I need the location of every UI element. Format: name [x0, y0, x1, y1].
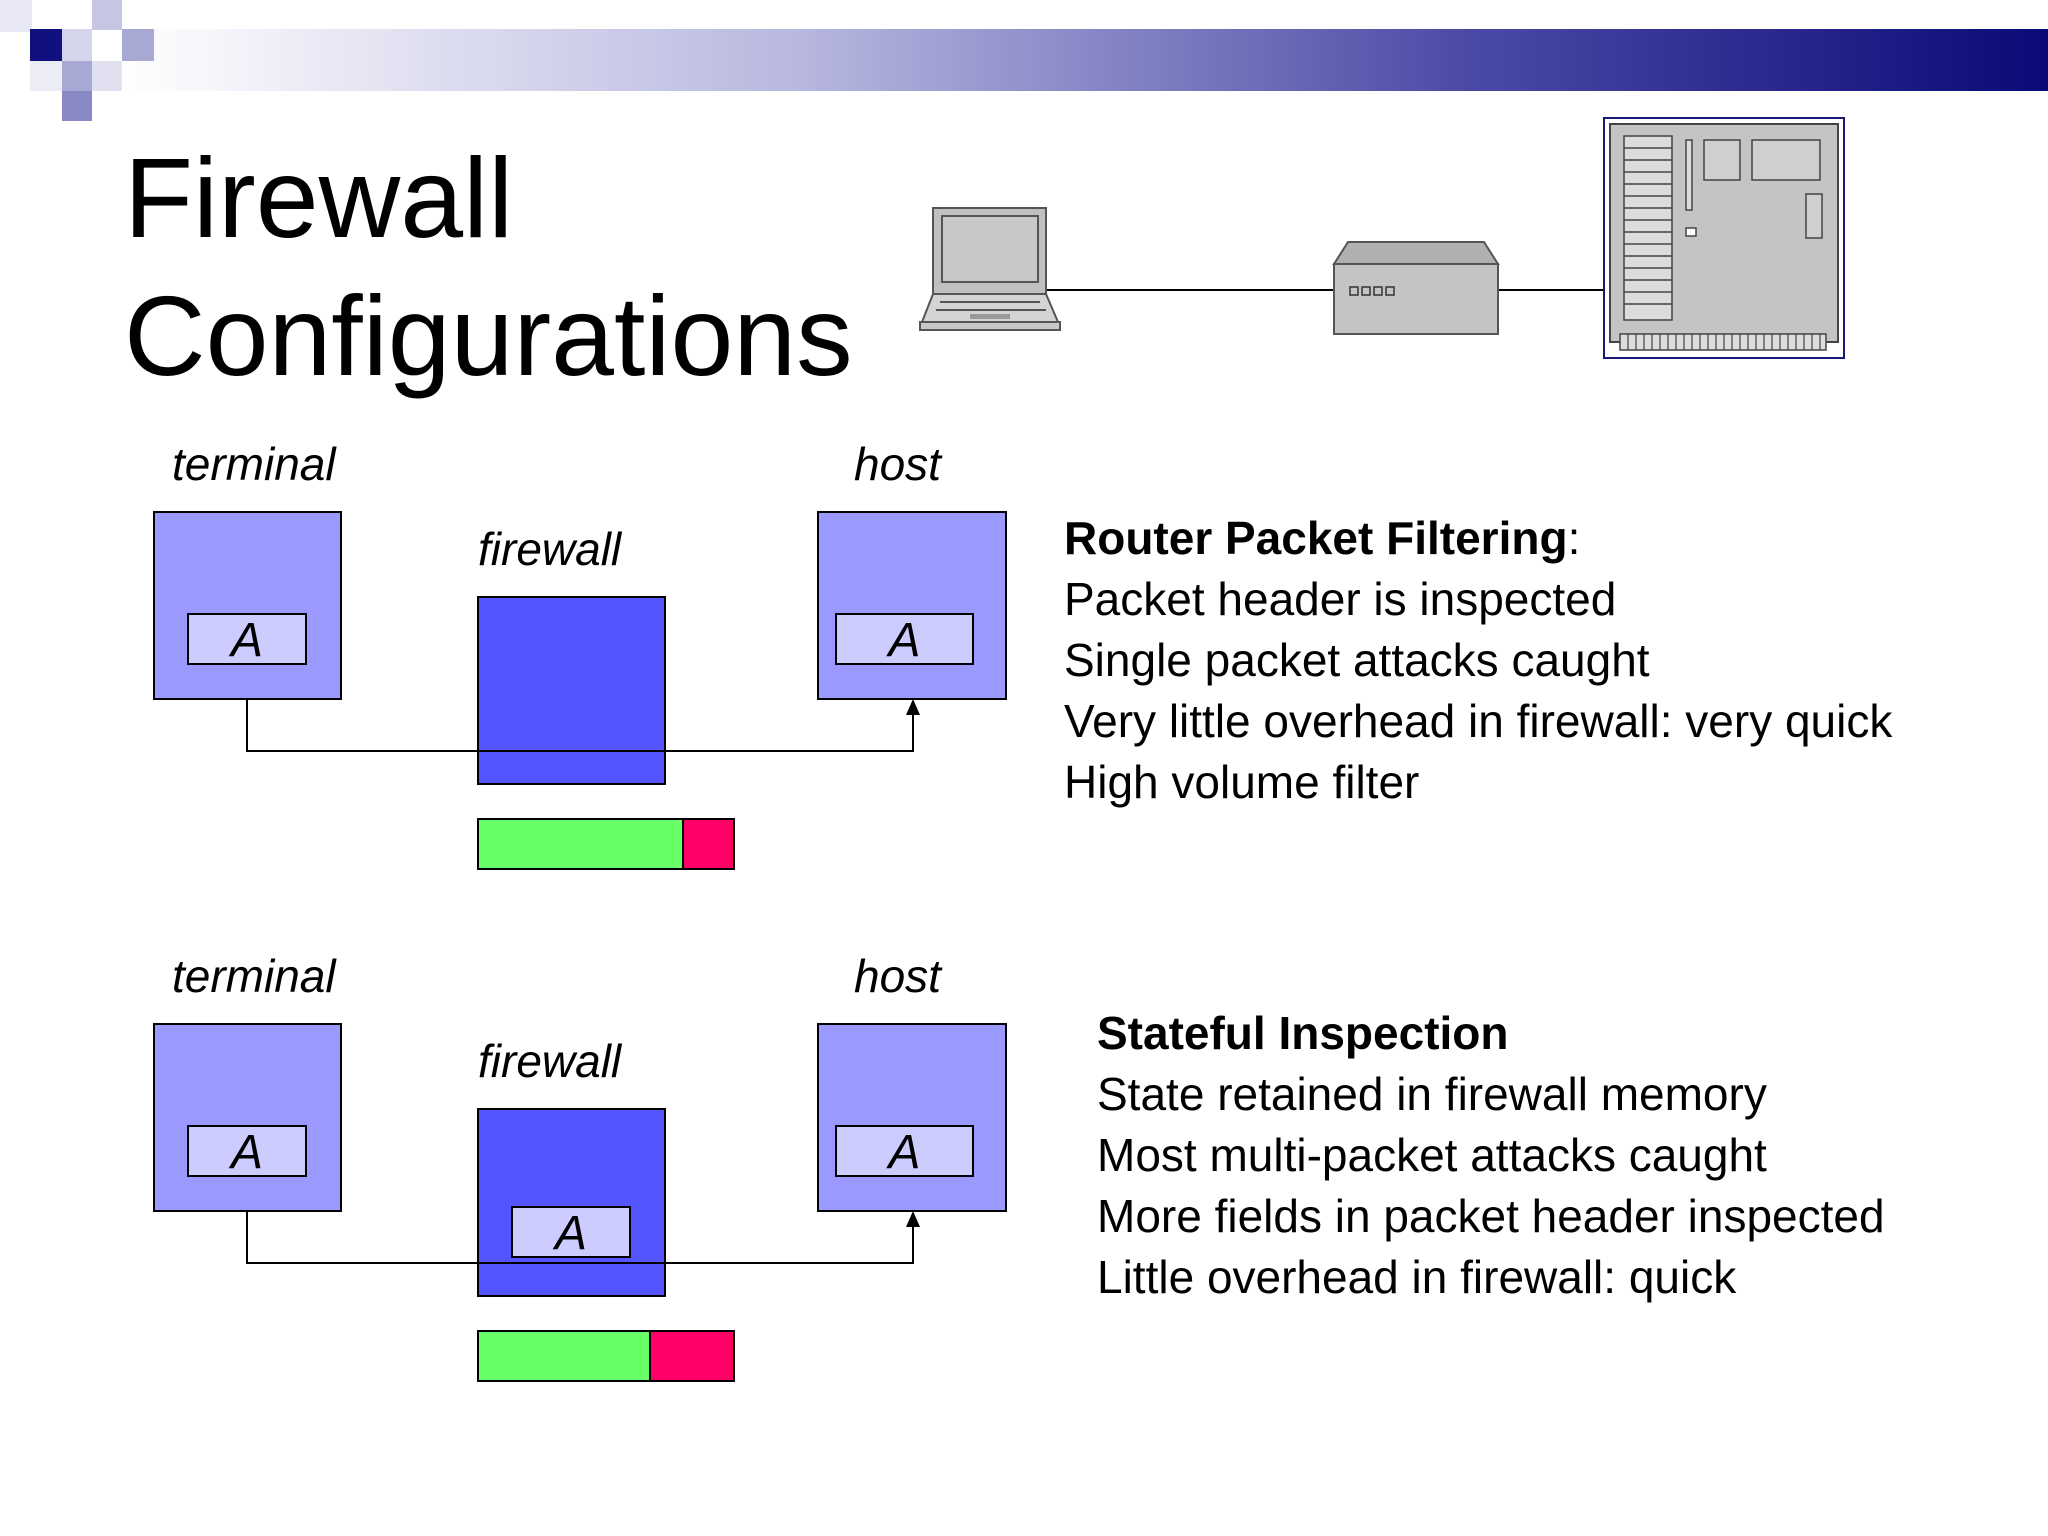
host-node: [817, 1023, 1007, 1212]
overhead-bar-red: [649, 1330, 735, 1382]
host-label: host: [854, 438, 943, 490]
banner-square: [92, 61, 122, 91]
terminal-node: [153, 511, 342, 700]
section-line: State retained in firewall memory: [1097, 1068, 1767, 1120]
firewall-label: firewall: [478, 523, 623, 575]
section-heading-suffix: :: [1567, 512, 1581, 564]
banner-square: [122, 29, 154, 61]
banner-gradient-bar: [120, 29, 2048, 91]
section-line: More fields in packet header inspected: [1097, 1190, 1885, 1242]
terminal-app-box-label: A: [228, 1126, 263, 1179]
banner-square: [92, 0, 122, 30]
firewall-app-box-label: A: [552, 1207, 587, 1260]
terminal-label: terminal: [172, 438, 337, 490]
banner-square: [30, 61, 62, 91]
section-stateful-inspection: Stateful Inspection State retained in fi…: [1097, 1003, 1885, 1308]
host-app-box-label: A: [885, 1126, 920, 1179]
section-heading-row: Router Packet Filtering:: [1064, 508, 1892, 569]
section-line: High volume filter: [1064, 756, 1420, 808]
host-app-box: [835, 1125, 974, 1177]
overhead-bar-red: [682, 818, 735, 870]
firewall-app-box: [511, 1206, 631, 1258]
section-heading-row: Stateful Inspection: [1097, 1003, 1885, 1064]
host-app-box-label: A: [885, 614, 920, 667]
section-line: Most multi-packet attacks caught: [1097, 1129, 1767, 1181]
banner-square: [62, 61, 92, 91]
banner-square: [62, 29, 92, 61]
section-line: Single packet attacks caught: [1064, 634, 1650, 686]
banner-square: [62, 91, 92, 121]
terminal-label: terminal: [172, 950, 337, 1002]
section-router-packet-filtering: Router Packet Filtering: Packet header i…: [1064, 508, 1892, 813]
packet-arrowhead: [906, 699, 920, 715]
firewall-node: [477, 1108, 666, 1297]
server-icon: [1603, 117, 1845, 359]
host-app-box: [835, 613, 974, 665]
terminal-app-box-label: A: [228, 614, 263, 667]
overhead-bar-green: [477, 1330, 651, 1382]
section-heading: Router Packet Filtering: [1064, 512, 1568, 564]
host-node: [817, 511, 1007, 700]
packet-arrowhead: [906, 1211, 920, 1227]
title-line-1: Firewall: [124, 135, 514, 261]
terminal-node: [153, 1023, 342, 1212]
banner-square: [0, 0, 32, 32]
terminal-app-box: [187, 1125, 307, 1177]
title-line-2: Configurations: [124, 273, 853, 399]
overhead-bar-green: [477, 818, 684, 870]
host-label: host: [854, 950, 943, 1002]
terminal-app-box: [187, 613, 307, 665]
network-illustration: [919, 117, 1845, 359]
firewall-label: firewall: [478, 1035, 623, 1087]
firewall-node: [477, 596, 666, 785]
router-icon: [1332, 241, 1500, 335]
packet-path: [246, 699, 914, 752]
laptop-icon: [919, 207, 1061, 331]
header-banner: [0, 0, 2048, 121]
section-line: Very little overhead in firewall: very q…: [1064, 695, 1893, 747]
section-line: Little overhead in firewall: quick: [1097, 1251, 1737, 1303]
packet-path: [246, 1211, 914, 1264]
section-heading: Stateful Inspection: [1097, 1007, 1509, 1059]
section-line: Packet header is inspected: [1064, 573, 1617, 625]
banner-square: [30, 29, 62, 61]
